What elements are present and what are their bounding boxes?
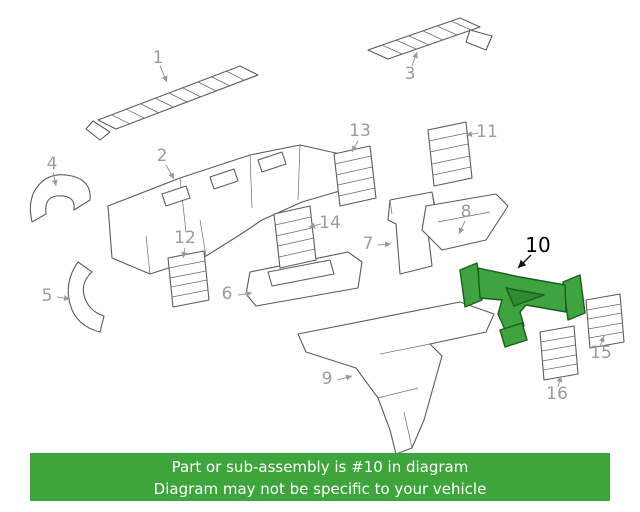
highlighted-part-10[interactable]	[459, 262, 586, 348]
part-5-drawing	[67, 261, 105, 333]
leader-lines	[51, 51, 605, 388]
part-label-3[interactable]: 3	[405, 64, 416, 84]
part-label-16[interactable]: 16	[546, 384, 568, 404]
leader-line-10	[517, 254, 532, 269]
part-label-1[interactable]: 1	[153, 48, 164, 68]
part-label-11[interactable]: 11	[476, 122, 498, 142]
part-label-8[interactable]: 8	[461, 202, 472, 222]
part-16-drawing	[539, 325, 579, 381]
part-7-drawing	[387, 191, 437, 275]
part-4-drawing	[29, 174, 91, 223]
part-label-10-highlighted[interactable]: 10	[525, 233, 550, 257]
info-banner: Part or sub-assembly is #10 in diagram D…	[30, 453, 610, 501]
part-12-drawing	[167, 250, 210, 308]
part-3-drawing	[367, 17, 493, 60]
banner-line-2: Diagram may not be specific to your vehi…	[153, 480, 487, 498]
part-label-13[interactable]: 13	[349, 121, 371, 141]
part-label-9[interactable]: 9	[322, 369, 333, 389]
part-label-12[interactable]: 12	[174, 228, 196, 248]
part-label-7[interactable]: 7	[363, 234, 374, 254]
part-13-drawing	[333, 145, 377, 207]
part-label-6[interactable]: 6	[222, 284, 233, 304]
part-15-drawing	[585, 293, 625, 349]
part-label-2[interactable]: 2	[157, 146, 168, 166]
part-label-5[interactable]: 5	[42, 286, 53, 306]
part-9-drawing	[297, 301, 495, 455]
part-label-15[interactable]: 15	[590, 343, 612, 363]
part-label-4[interactable]: 4	[47, 154, 58, 174]
part-2-drawing	[107, 144, 359, 275]
part-label-14[interactable]: 14	[319, 213, 341, 233]
part-1-drawing	[85, 65, 259, 141]
banner-line-1: Part or sub-assembly is #10 in diagram	[171, 458, 469, 476]
part-11-drawing	[427, 121, 473, 187]
part-14-drawing	[273, 205, 317, 269]
